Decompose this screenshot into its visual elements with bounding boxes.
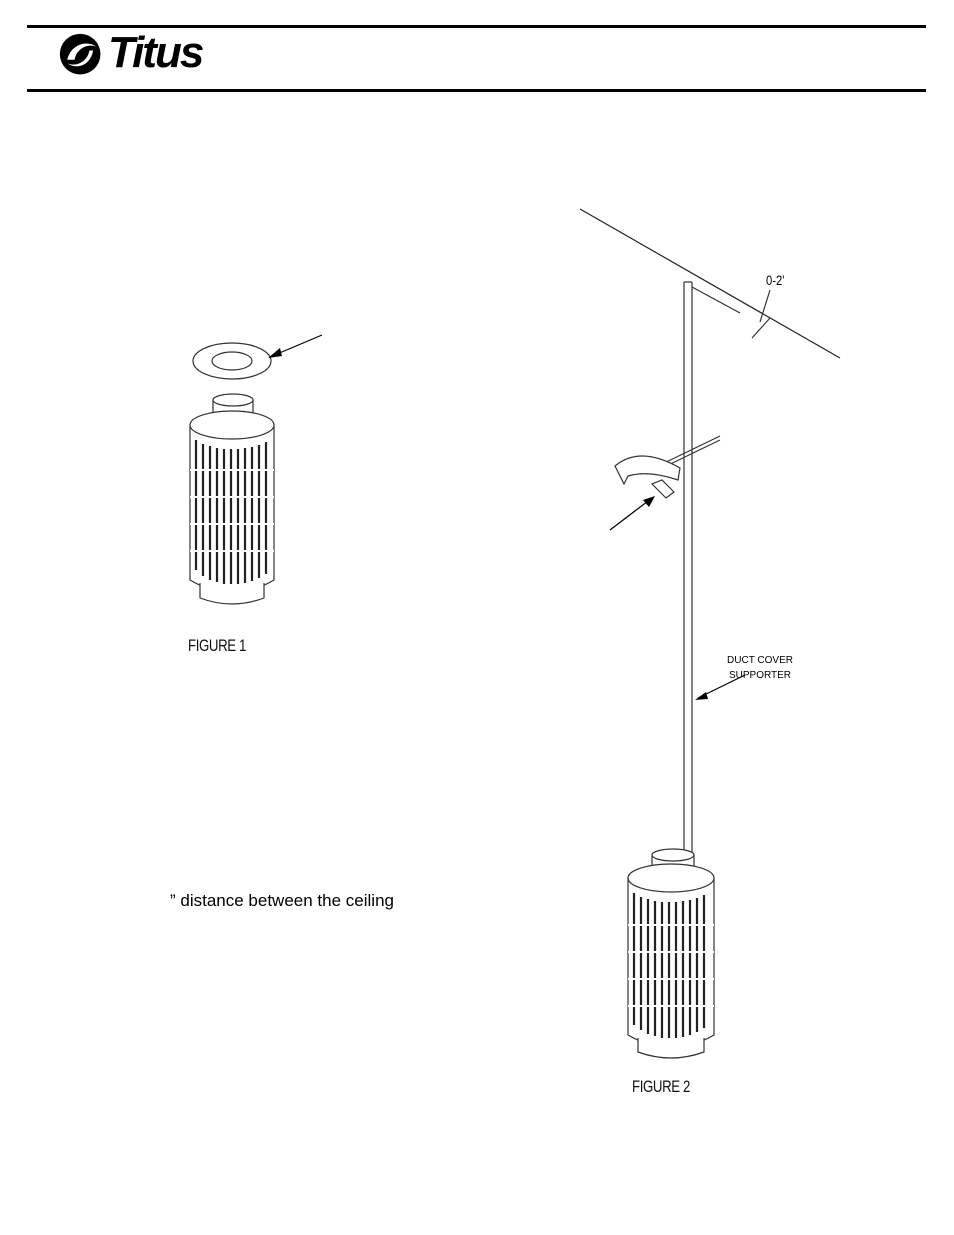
dimension-label: 0-2': [766, 272, 785, 288]
brand-name: Titus: [108, 28, 204, 77]
duct-cover-supporter-callout: DUCT COVER SUPPORTER: [715, 653, 805, 683]
figure2-assembly: [579, 208, 841, 1059]
body-text-fragment: ” distance between the ceiling: [170, 891, 394, 910]
header-top-rule: [27, 25, 926, 28]
callout-line1: DUCT COVER: [727, 655, 793, 666]
figure1-label: FIGURE 1: [188, 636, 247, 655]
callout-line2: SUPPORTER: [728, 670, 792, 681]
titus-swirl-icon: [59, 33, 101, 75]
figure2-label: FIGURE 2: [632, 1077, 691, 1096]
header-bottom-rule: [27, 89, 926, 92]
